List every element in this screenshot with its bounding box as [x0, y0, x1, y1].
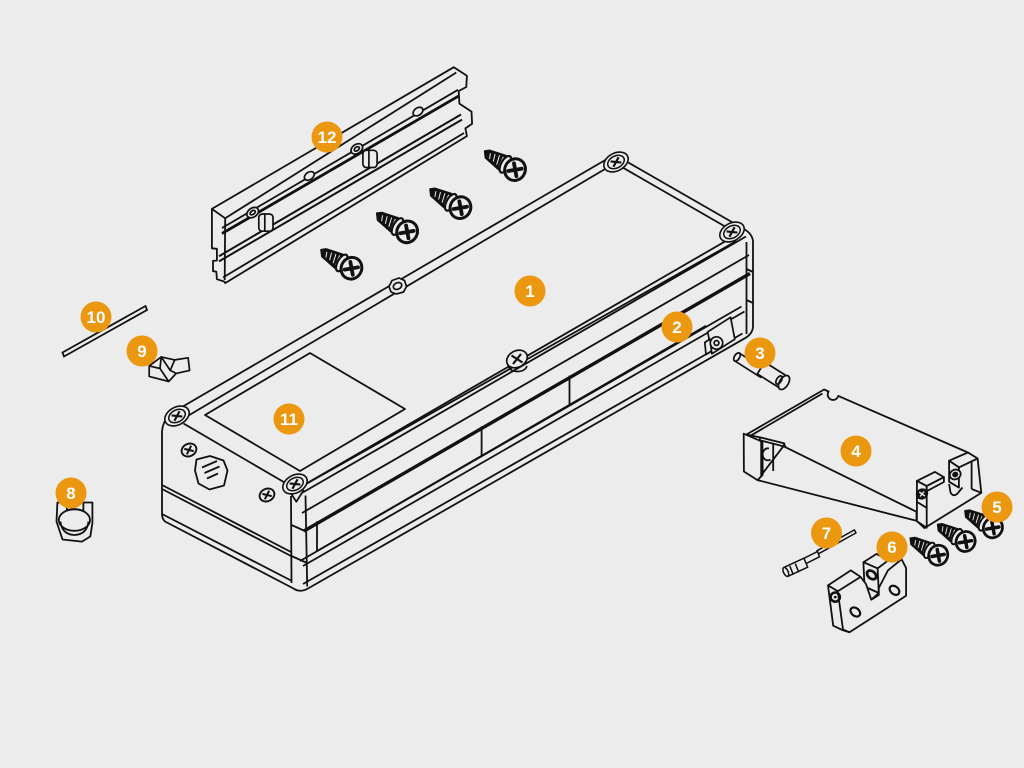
svg-text:2: 2 — [672, 318, 681, 337]
svg-text:7: 7 — [822, 524, 831, 543]
svg-text:11: 11 — [280, 410, 298, 429]
svg-text:1: 1 — [525, 282, 534, 301]
svg-text:3: 3 — [755, 344, 764, 363]
svg-text:4: 4 — [851, 442, 861, 461]
svg-text:5: 5 — [992, 498, 1001, 517]
svg-text:9: 9 — [137, 342, 146, 361]
svg-text:6: 6 — [887, 538, 896, 557]
svg-text:10: 10 — [87, 308, 106, 327]
svg-text:12: 12 — [318, 128, 337, 147]
svg-text:8: 8 — [66, 484, 75, 503]
